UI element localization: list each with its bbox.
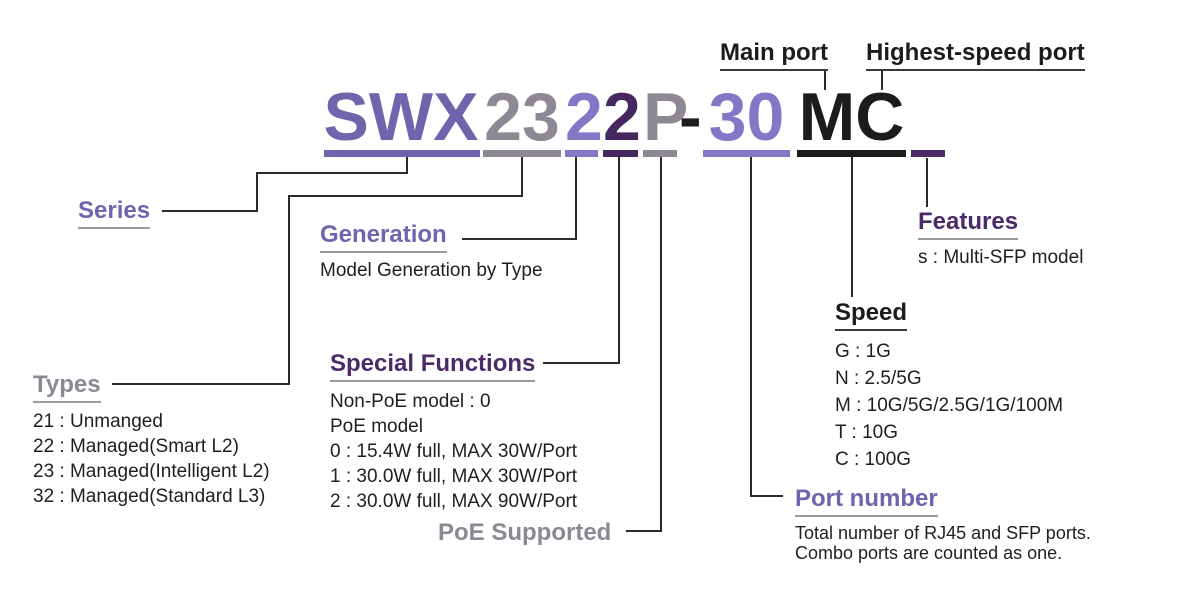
types-item: 21 : Unmanged [33,411,163,432]
special-functions-item: PoE model [330,416,423,437]
port-number-desc: Total number of RJ45 and SFP ports. Comb… [795,523,1091,563]
connector-poe-v [660,157,662,532]
model-segment-types: 23 [484,79,560,155]
model-segment-poe: P [643,79,689,155]
connector-special-h [543,362,620,364]
special-functions-heading: Special Functions [330,351,536,382]
speed-item: C : 100G [835,449,912,470]
model-segment-series: SWX [323,79,479,155]
underline-port-number [703,150,790,157]
connector-types-h1 [288,195,523,197]
main-port-heading: Main port [720,40,828,71]
types-item: 23 : Managed(Intelligent L2) [33,461,270,482]
underline-series [324,150,480,157]
connector-series-v2 [256,172,258,212]
connector-series-h2 [162,210,258,212]
features-heading: Features [918,209,1019,240]
special-functions-item: 1 : 30.0W full, MAX 30W/Port [330,466,578,487]
special-functions-item: 2 : 30.0W full, MAX 90W/Port [330,491,578,512]
connector-port-number-v [750,157,752,497]
connector-series-v1 [406,157,408,174]
highest-speed-port-heading: Highest-speed port [866,40,1085,71]
underline-special-function [603,150,638,157]
underline-types [483,150,561,157]
connector-special-v [618,157,620,364]
generation-block: Generation Model Generation by Type [320,222,543,283]
speed-item: T : 10G [835,422,899,443]
connector-port-number-h [750,495,783,497]
series-block: Series [78,198,151,229]
types-item: 22 : Managed(Smart L2) [33,436,239,457]
poe-supported-block: PoE Supported [438,520,611,549]
connector-types-v1 [521,157,523,197]
speed-list: G : 1G N : 2.5/5G M : 10G/5G/2.5G/1G/100… [835,338,1063,473]
generation-heading: Generation [320,222,447,253]
connector-types-v2 [288,195,290,385]
port-number-desc-line: Total number of RJ45 and SFP ports. [795,523,1091,543]
series-heading: Series [78,198,151,229]
special-functions-item: 0 : 15.4W full, MAX 30W/Port [330,441,578,462]
types-heading: Types [33,372,101,403]
underline-generation [565,150,598,157]
model-segment-hyphen: - [679,79,702,155]
underline-ports [797,150,906,157]
poe-supported-heading: PoE Supported [438,519,612,546]
types-item: 32 : Managed(Standard L3) [33,486,266,507]
speed-block: Speed G : 1G N : 2.5/5G M : 10G/5G/2.5G/… [835,300,1063,473]
speed-item: N : 2.5/5G [835,368,922,389]
speed-item: G : 1G [835,341,891,362]
model-segment-ports: MC [798,79,905,155]
model-segment-generation: 2 [565,79,603,155]
connector-generation-h [462,238,577,240]
underline-poe [643,150,677,157]
connector-highest-speed-v [881,69,883,90]
connector-generation-v [575,157,577,240]
types-block: Types 21 : Unmanged 22 : Managed(Smart L… [33,372,270,509]
port-number-block: Port number Total number of RJ45 and SFP… [795,486,1091,563]
types-list: 21 : Unmanged 22 : Managed(Smart L2) 23 … [33,409,270,509]
speed-heading: Speed [835,300,908,331]
special-functions-block: Special Functions Non-PoE model : 0 PoE … [330,351,577,514]
connector-types-h2 [112,383,290,385]
connector-speed-v [851,157,853,297]
speed-item: M : 10G/5G/2.5G/1G/100M [835,395,1064,416]
special-functions-list: Non-PoE model : 0 PoE model 0 : 15.4W fu… [330,389,577,514]
connector-features-v [926,158,928,207]
model-segment-port-number: 30 [708,79,785,155]
special-functions-item: Non-PoE model : 0 [330,391,491,412]
port-number-desc-line: Combo ports are counted as one. [795,543,1063,563]
connector-series-h1 [256,172,408,174]
features-desc: s : Multi-SFP model [918,247,1084,268]
underline-feature-placeholder [911,150,945,157]
main-port-block: Main port [720,40,828,71]
features-block: Features s : Multi-SFP model [918,209,1083,270]
connector-main-port-v [824,69,826,90]
generation-desc: Model Generation by Type [320,260,543,281]
connector-poe-h [626,530,662,532]
port-number-heading: Port number [795,486,938,517]
model-segment-special-function: 2 [603,79,641,155]
highest-speed-port-block: Highest-speed port [866,40,1085,71]
